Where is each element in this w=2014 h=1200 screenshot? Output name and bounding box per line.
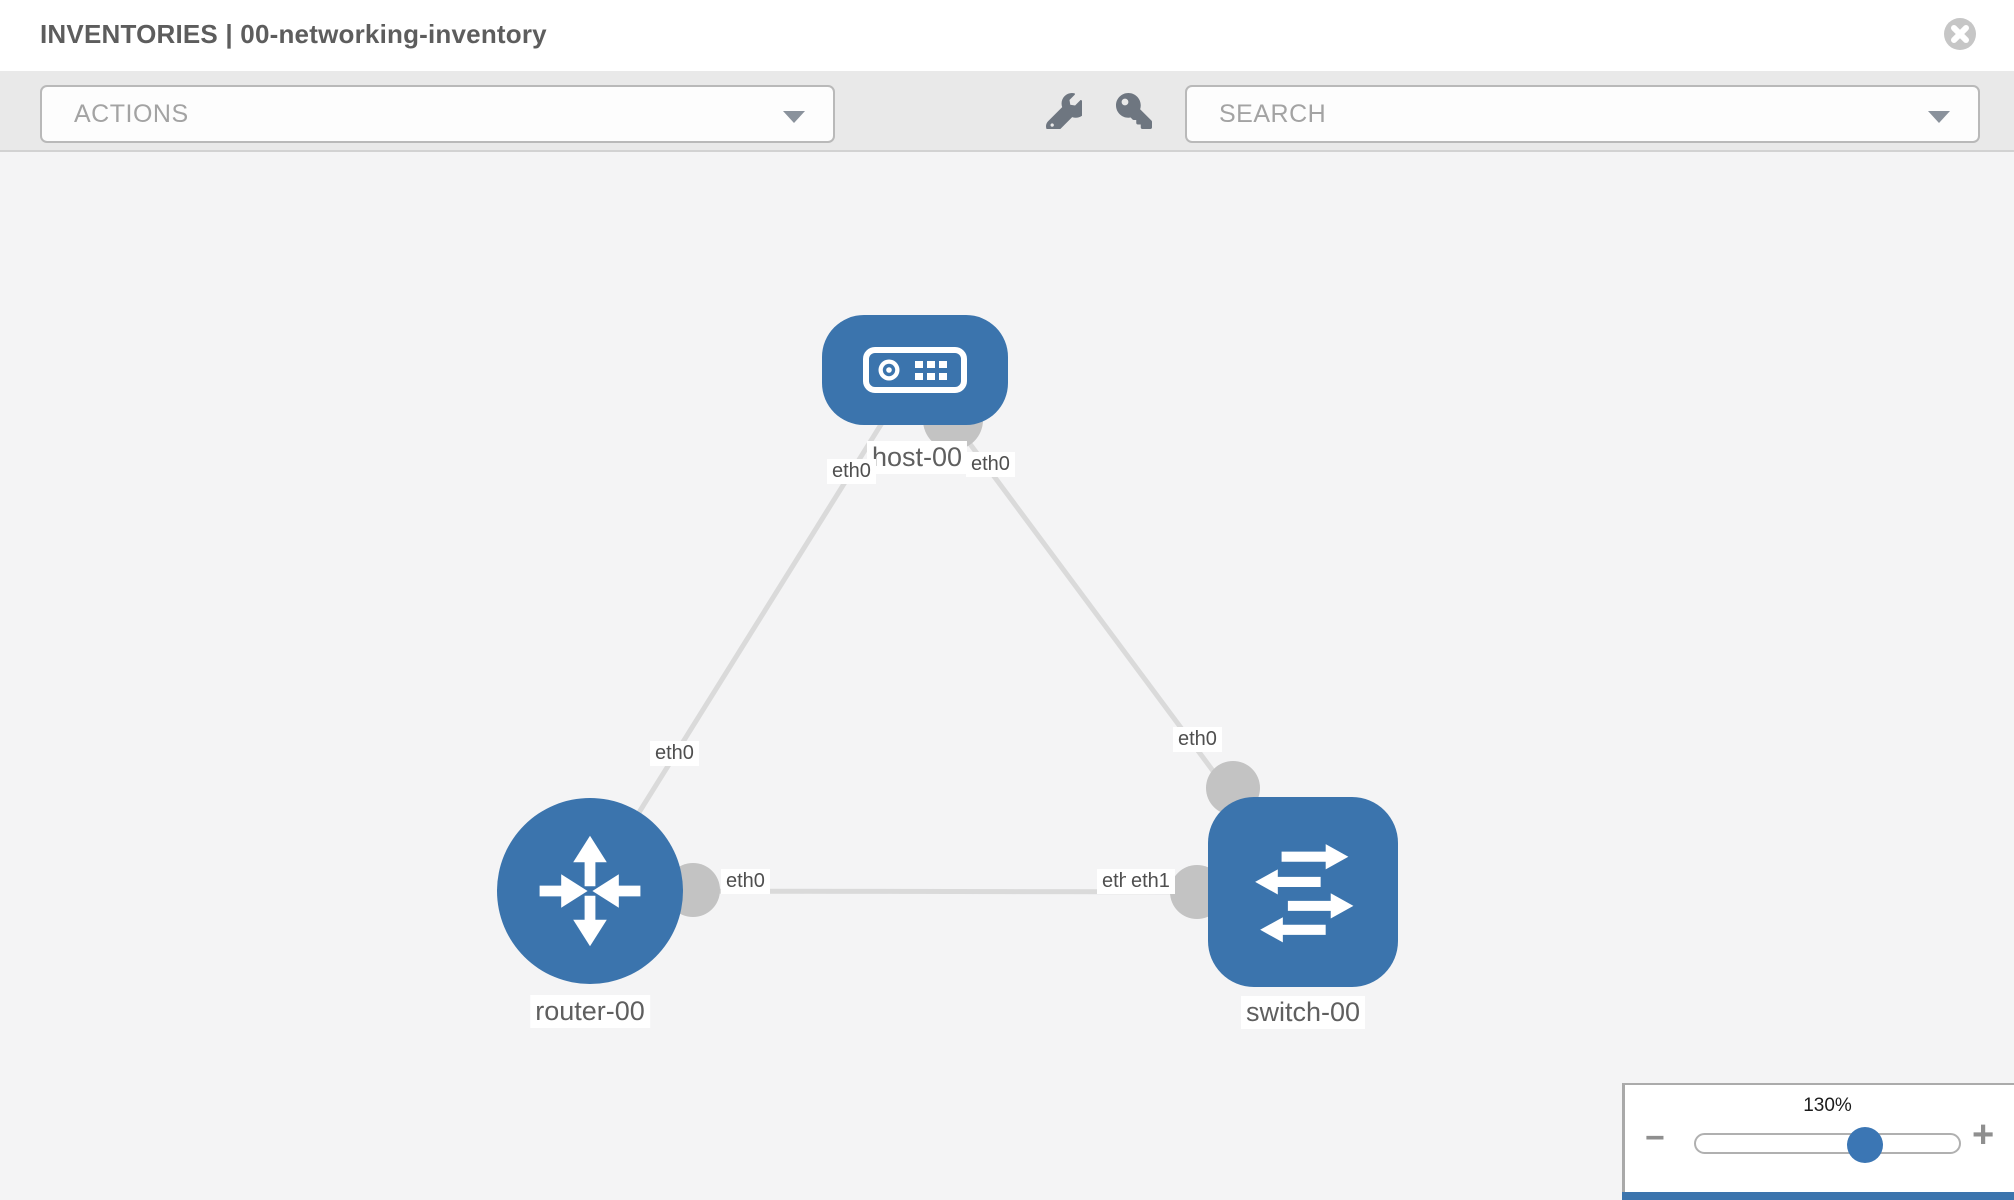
interface-label-host-eth0-left[interactable]: eth0 [827, 459, 876, 484]
actions-dropdown[interactable]: ACTIONS [40, 85, 835, 143]
interface-label-router-eth0[interactable]: eth0 [721, 869, 770, 894]
topology-canvas[interactable] [0, 153, 2014, 1200]
switch-icon [1255, 844, 1354, 943]
node-host-00[interactable] [822, 315, 1008, 425]
wrench-icon[interactable] [1046, 93, 1087, 134]
search-input[interactable]: SEARCH [1185, 85, 1980, 143]
page-header: INVENTORIES | 00-networking-inventory [0, 0, 2014, 71]
edge-host-router[interactable] [587, 368, 918, 893]
router-icon [539, 835, 641, 947]
actions-dropdown-label: ACTIONS [74, 99, 189, 128]
toolbar: ACTIONS SEARCH [0, 71, 2014, 152]
search-placeholder: SEARCH [1219, 99, 1327, 128]
node-label-switch[interactable]: switch-00 [1240, 996, 1366, 1029]
host-icon [863, 347, 967, 393]
chevron-down-icon [1928, 111, 1950, 123]
bottom-accent-bar [1622, 1192, 2014, 1200]
node-label-router[interactable]: router-00 [530, 995, 650, 1028]
page-title: INVENTORIES | 00-networking-inventory [40, 19, 547, 49]
zoom-slider-track[interactable] [1694, 1133, 1961, 1154]
zoom-slider-handle[interactable] [1847, 1127, 1883, 1163]
node-router-00[interactable] [497, 798, 683, 984]
interface-label-switch-link-eth0[interactable]: eth0 [1173, 727, 1222, 752]
zoom-level-value: 130% [1803, 1095, 1852, 1116]
interface-label-switch-eth1[interactable]: eth1 [1126, 869, 1175, 894]
interface-label-host-eth0-right[interactable]: eth0 [966, 452, 1015, 477]
interface-label-router-link-eth0[interactable]: eth0 [650, 741, 699, 766]
chevron-down-icon [783, 111, 805, 123]
zoom-in-button[interactable]: + [1972, 1114, 1995, 1156]
key-icon[interactable] [1116, 93, 1152, 129]
node-switch-00[interactable] [1208, 797, 1398, 987]
close-icon[interactable] [1943, 17, 1977, 51]
node-label-host[interactable]: host-00 [866, 441, 968, 474]
zoom-out-button[interactable]: − [1645, 1119, 1665, 1157]
zoom-panel: 130% − + [1622, 1083, 2014, 1200]
